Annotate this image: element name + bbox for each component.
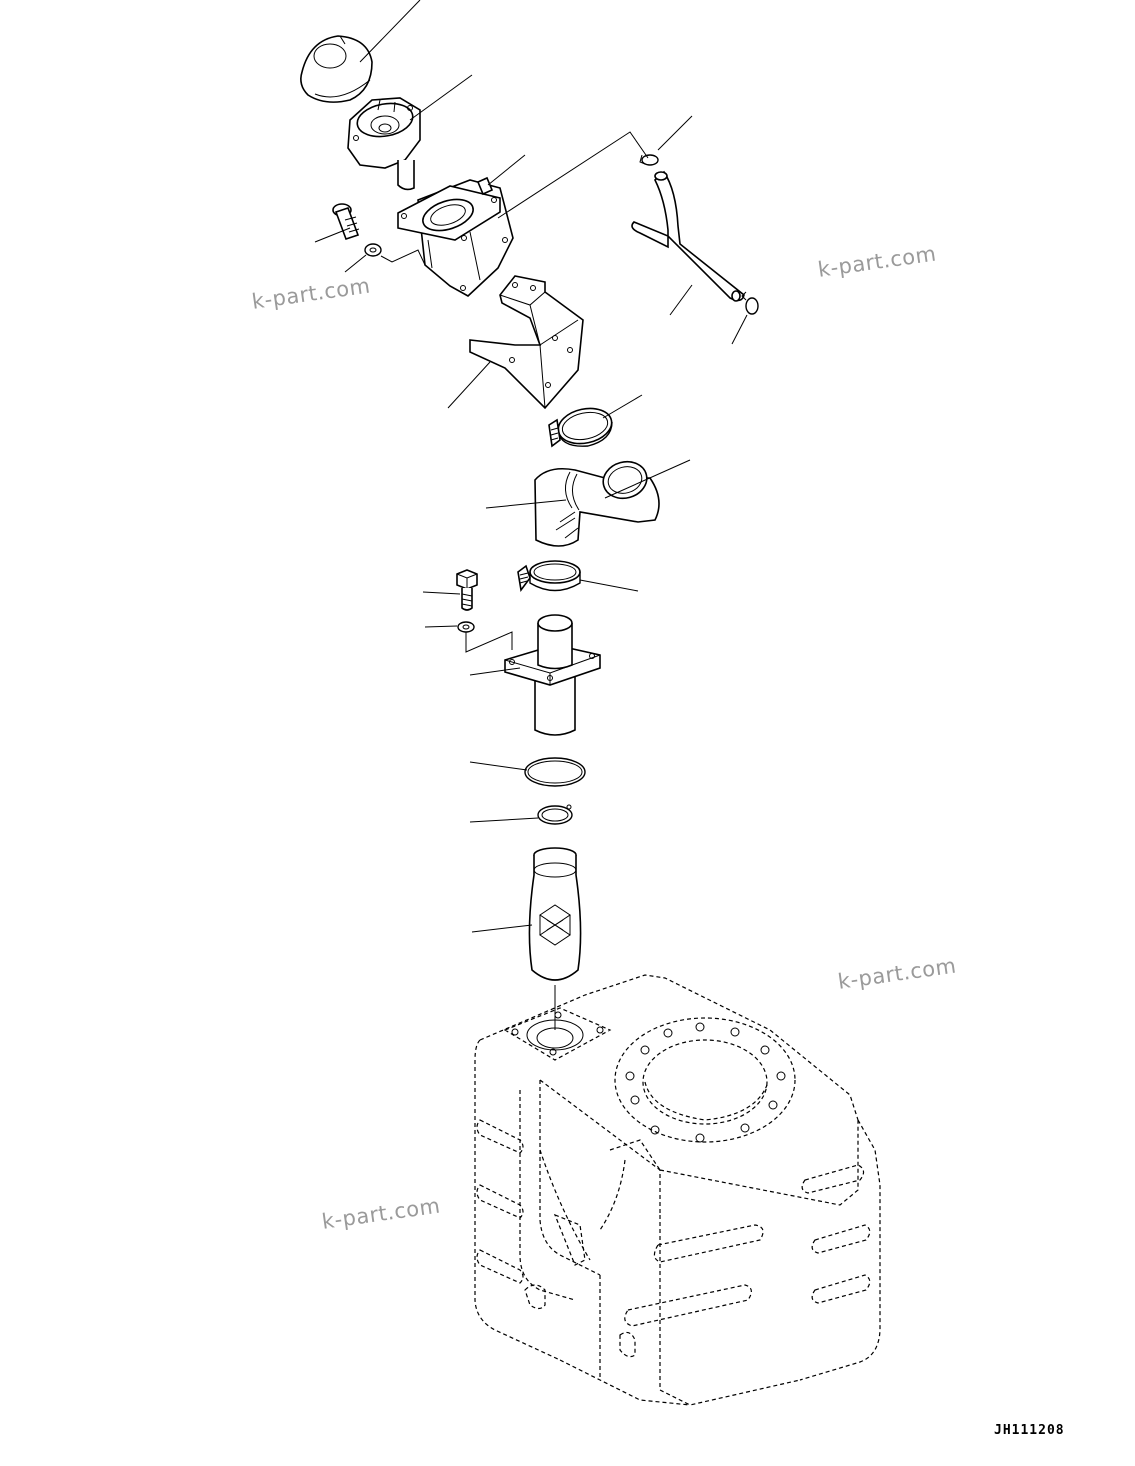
hose-clamp-lower[interactable] (517, 560, 581, 592)
leader-hose-clamp-upper (602, 394, 643, 419)
strainer[interactable] (528, 847, 582, 981)
drawing-code: JH111208 (994, 1423, 1065, 1438)
leader-breather-cap (359, 0, 421, 63)
mounting-bolt-upper[interactable] (332, 203, 360, 241)
leader-o-ring (469, 761, 528, 771)
leader-hose-clamp-lower (579, 579, 639, 592)
drain-hose[interactable] (631, 170, 745, 302)
hose-clamp-small-upper[interactable] (639, 154, 659, 166)
mounting-bracket[interactable] (469, 275, 584, 410)
filler-pipe-flange[interactable] (504, 614, 601, 736)
guide-line-flange-fasteners (465, 631, 513, 653)
leader-filler-pipe (469, 667, 521, 676)
o-ring[interactable] (524, 757, 586, 787)
hose-clamp-upper[interactable] (548, 404, 615, 448)
leader-mounting-bracket (447, 361, 491, 409)
flange-bolt[interactable] (456, 569, 478, 611)
leader-clamp-small-lower (731, 314, 748, 345)
guide-line-drain-hose (497, 131, 649, 219)
leader-washer-upper (344, 254, 367, 273)
leader-breather-body (409, 74, 473, 121)
leader-elbow-hose-left (485, 499, 567, 509)
hose-clamp-small-lower[interactable] (741, 291, 759, 315)
guide-line-upper-fasteners (380, 249, 426, 266)
breather-filter-body[interactable] (347, 97, 421, 191)
hydraulic-tank[interactable] (474, 974, 881, 1406)
leader-snap-ring (469, 817, 539, 823)
washer-upper[interactable] (364, 243, 382, 257)
leader-drain-hose (669, 284, 693, 316)
leader-elbow-hose-right (604, 459, 691, 499)
filler-neck-upper[interactable] (397, 176, 514, 297)
breather-cap[interactable] (300, 35, 373, 103)
leader-flange-bolt (422, 591, 461, 595)
leader-flange-washer (424, 625, 458, 628)
leader-filler-neck (487, 154, 526, 186)
leader-mounting-bolt (314, 227, 351, 243)
flange-washer[interactable] (457, 621, 475, 633)
leader-strainer (471, 924, 533, 933)
leader-clamp-small-upper (657, 115, 693, 151)
snap-ring[interactable] (537, 804, 573, 825)
